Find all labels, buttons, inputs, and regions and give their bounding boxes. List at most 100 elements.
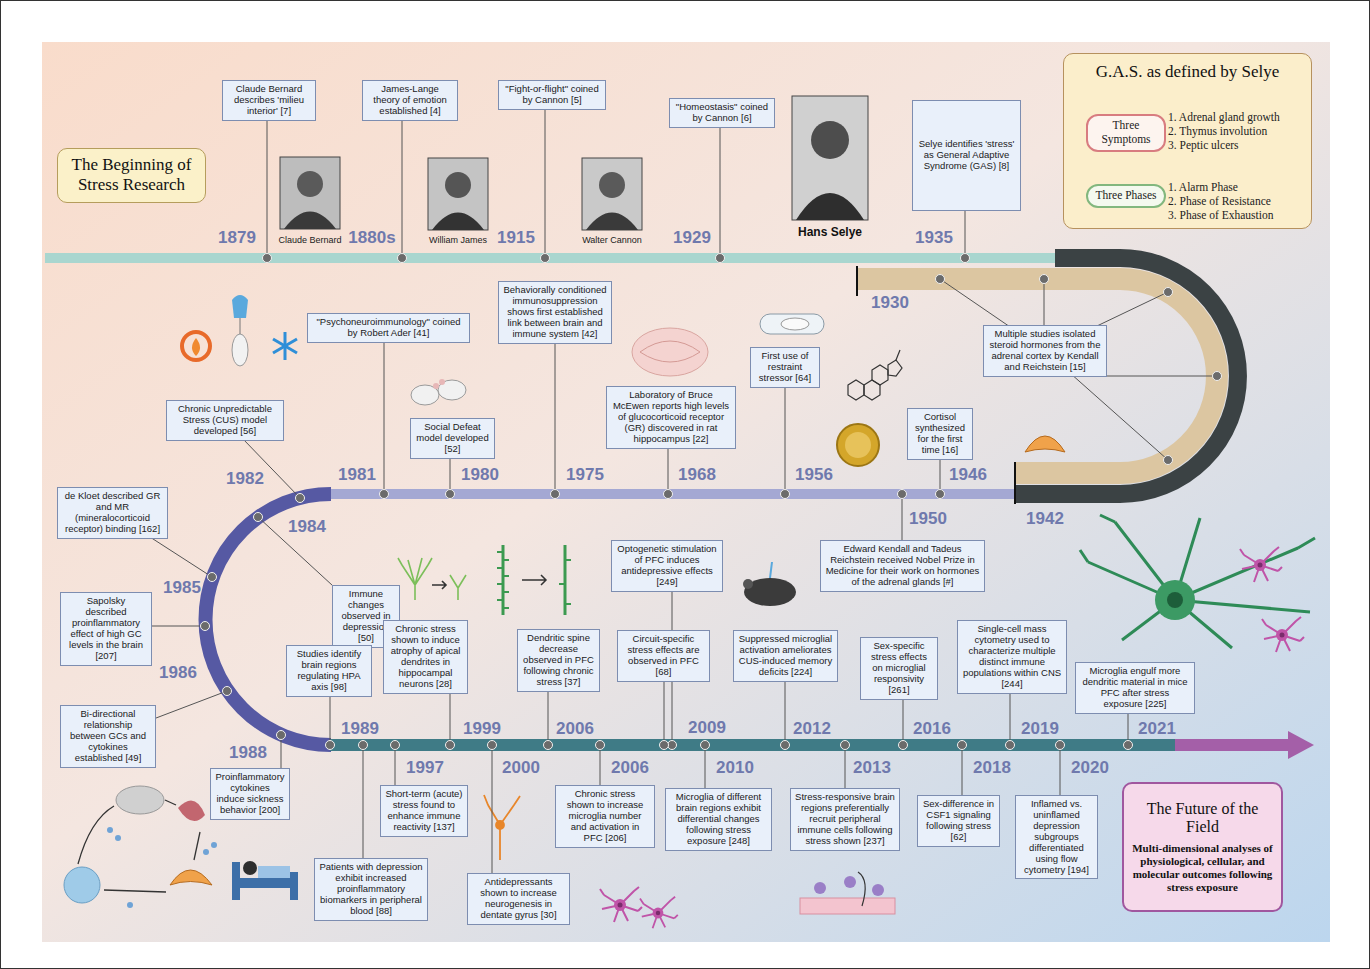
dendritic-spine-icon [497,567,503,569]
event-box: Inflamed vs. uninflamed depression subgr… [1015,795,1098,879]
steroid-molecule [896,350,900,360]
timeline-point [1124,741,1133,750]
year-label: 1956 [795,466,833,483]
leader-line [384,328,385,494]
year-label: 2006 [611,759,649,776]
category-pill: Three Phases [1086,184,1166,208]
year-label: 2012 [793,720,831,737]
stressor-icons [240,318,241,334]
timeline-point [781,741,790,750]
photo-caption: Claude Bernard [278,236,341,245]
event-box: "Homeostasis" coined by Cannon [6] [669,98,775,128]
timeline-point [898,490,907,499]
event-box: Sapolsky described proinflammatory effec… [60,592,152,666]
photo-caption: Hans Selye [798,226,862,238]
leader-lines [106,95,1222,899]
portrait-photo [792,96,868,220]
event-box: Social Defeat model developed [52] [410,418,495,459]
node-text: Short-term (acute) stress found to enhan… [385,789,463,833]
node-text: Selye identifies 'stress' as General Ada… [917,139,1016,172]
year-label: 1984 [288,518,326,535]
node-text: "Fight-or-flight" coined by Cannon [5] [503,84,601,106]
event-box: Sex-difference in CSF1 signaling followi… [917,795,1000,847]
year-label: 2020 [1071,759,1109,776]
node-text: Laboratory of Bruce McEwen reports high … [611,390,731,445]
year-label: 1985 [163,579,201,596]
timeline-point [716,254,725,263]
stressor-icons [192,338,200,356]
year-label: 1980 [461,466,499,483]
node-text: Patients with depression exhibit increas… [319,862,423,917]
node-text: Antidepressants shown to increase neurog… [472,877,565,921]
portrait-photo [796,193,864,220]
node-text: Bi-directional relationship between GCs … [65,709,151,764]
event-box: Chronic stress shown to induce atrophy o… [383,620,468,694]
timeline-point [664,490,673,499]
microglia-icons [600,887,678,928]
timeline-point [391,741,400,750]
timeline-point [223,687,232,696]
leader-line [545,95,546,258]
timeline-track [330,739,1176,751]
event-box: Circuit-specific stress effects are obse… [617,630,710,682]
portrait-photo [599,172,625,198]
timeline-point [551,490,560,499]
timeline-point [1006,741,1015,750]
dendritic-spine-icon [497,545,571,615]
rat-icons [433,383,439,389]
year-label: 1986 [159,664,197,681]
optogenetic-mouse-icon [744,578,796,606]
timeline-point [660,741,669,750]
portrait-photo [280,157,340,229]
timeline-point [958,741,967,750]
node-text: "Homeostasis" coined by Cannon [6] [674,102,770,124]
node-text: Sex-difference in CSF1 signaling followi… [922,799,995,843]
event-box: Stress-responsive brain regions preferen… [790,788,900,851]
hpa-cycle-icon [64,867,100,903]
event-box: Claude Bernard describes 'milieu interio… [222,80,316,121]
node-text: Chronic Unpredictable Stress (CUS) model… [171,404,279,437]
portrait-photo [297,171,323,197]
year-label: 1915 [497,229,535,246]
node-text: Single-cell mass cytometry used to chara… [962,624,1062,690]
neuron-illustration [1240,547,1282,582]
list-item: 2. Thymus involution [1168,126,1267,138]
stressor-icons [273,332,297,360]
timeline-track [1014,462,1016,504]
category-pill: Three Symptoms [1086,114,1166,152]
year-label: 1982 [226,470,264,487]
microglia-icons [640,897,678,929]
neuron-atrophy-icon [398,558,466,600]
timeline-point [359,741,368,750]
timeline-point [254,513,263,522]
event-box: Studies identify brain regions regulatin… [286,645,372,697]
nobel-medal [837,424,879,466]
neuron-atrophy-icon [450,575,466,600]
dendritic-spine-icon [497,599,503,601]
hpa-cycle-icon [78,806,114,864]
microglia-icons [600,887,642,922]
portrait-photo [582,158,642,230]
portrait-photo [586,213,638,231]
immune-recruitment-icon [800,872,895,914]
background [42,42,1330,942]
brain-slice-icon [632,328,708,376]
timeline-point [899,741,908,750]
timeline-point [326,741,335,750]
node-text: Sapolsky described proinflammatory effec… [65,596,147,662]
neuron-illustration [1080,515,1315,648]
year-label: 1880s [348,229,395,246]
node-text: Inflamed vs. uninflamed depression subgr… [1020,799,1093,875]
timeline-point [380,490,389,499]
stressor-icons [232,295,248,318]
stressor-icons [273,339,297,353]
timeline-point [446,490,455,499]
year-label: 1981 [338,466,376,483]
event-box: First use of restraint stressor [64] [750,347,820,388]
timeline-point [277,731,286,740]
neuron-illustration [1080,515,1315,652]
leader-line [720,113,721,258]
neuron-illustration [1167,592,1183,608]
node-text: Stress-responsive brain regions preferen… [795,792,895,847]
